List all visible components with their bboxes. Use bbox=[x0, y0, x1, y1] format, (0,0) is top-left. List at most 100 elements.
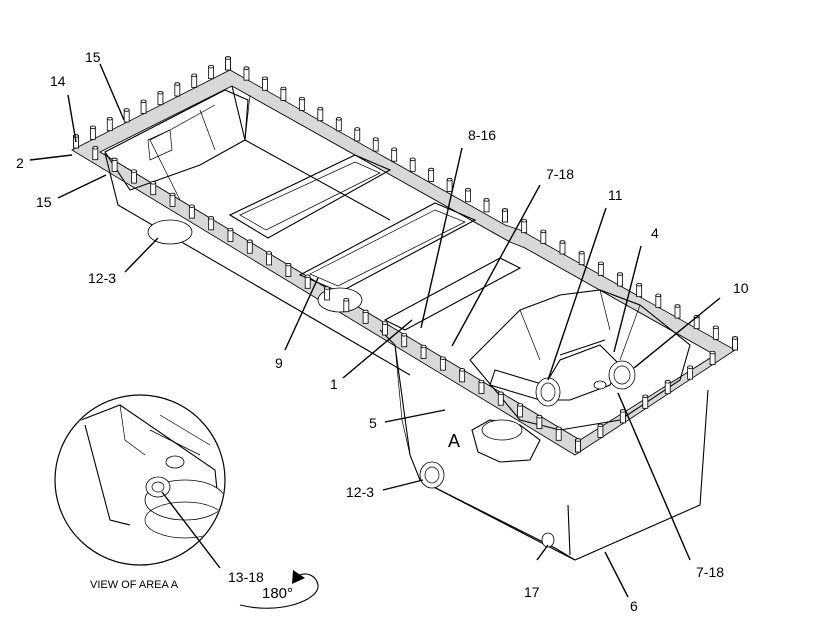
flange-bolt bbox=[559, 241, 566, 255]
flange-bolt-head bbox=[674, 304, 681, 308]
flange-bolt bbox=[354, 128, 361, 142]
flange-bolt bbox=[225, 57, 231, 71]
flange-bolt-head bbox=[459, 368, 466, 372]
inset-circle bbox=[54, 394, 226, 566]
flange-bolt bbox=[111, 158, 118, 172]
flange-bolt-head bbox=[280, 86, 287, 91]
flange-bolt-head bbox=[285, 262, 292, 267]
flange-bolt bbox=[497, 392, 504, 406]
flange-bolt bbox=[655, 294, 662, 308]
rotation-arrowhead bbox=[292, 570, 305, 584]
flange-bolt bbox=[712, 326, 719, 340]
flange-bolt-head bbox=[732, 336, 738, 340]
flange-bolt bbox=[243, 67, 250, 81]
flange-bolt bbox=[578, 252, 585, 266]
flange-bolt-head bbox=[517, 403, 523, 407]
flange-bolt bbox=[459, 369, 466, 383]
flange-bolt-head bbox=[502, 208, 508, 212]
flange-bolt bbox=[687, 366, 694, 380]
flange-bolt-head bbox=[559, 240, 566, 244]
tube-end-right bbox=[608, 360, 636, 390]
flange-bolt bbox=[521, 220, 528, 234]
flange-bolts bbox=[73, 56, 738, 453]
callout-14: 14 bbox=[50, 73, 66, 89]
flange-bolt bbox=[298, 98, 305, 111]
flange-bolt bbox=[317, 108, 324, 122]
flange-bolt bbox=[401, 334, 408, 348]
callout-10: 10 bbox=[733, 280, 749, 296]
baffle-3 bbox=[383, 257, 522, 331]
flange-bolt-head bbox=[89, 125, 96, 130]
callout-6: 6 bbox=[630, 598, 638, 614]
flange-bolt-head bbox=[362, 309, 369, 314]
flange-bolt bbox=[191, 74, 198, 88]
flange-bolt-head bbox=[304, 274, 311, 279]
flange-bolt bbox=[483, 199, 490, 213]
flange-bolt-head bbox=[575, 438, 581, 442]
flange-bolt-head bbox=[578, 250, 585, 255]
callout-15-left: 15 bbox=[36, 194, 52, 210]
flange-bolt-head bbox=[150, 181, 157, 185]
flange-bolt bbox=[262, 77, 268, 91]
flange-bolt-head bbox=[227, 227, 234, 232]
flange-bolt bbox=[674, 305, 681, 319]
flange-bolt-head bbox=[106, 116, 113, 121]
flange-bolt bbox=[324, 287, 330, 301]
flange-bolt bbox=[266, 252, 272, 266]
flange-bolt bbox=[439, 357, 446, 371]
flange-bolt bbox=[420, 346, 427, 359]
flange-bolt-head bbox=[225, 56, 231, 60]
flange-bolt bbox=[123, 109, 130, 123]
flange-bolt bbox=[619, 410, 626, 424]
drain-plug-17 bbox=[541, 532, 555, 548]
flange-bolt bbox=[140, 100, 147, 114]
flange-bolt bbox=[343, 299, 350, 313]
flange-bolt-head bbox=[324, 286, 330, 290]
flange-bolt bbox=[372, 138, 379, 152]
flange-bolt-head bbox=[391, 147, 398, 151]
flange-bolt bbox=[517, 404, 523, 418]
flange-bolt bbox=[362, 310, 369, 324]
flange-bolt bbox=[664, 381, 671, 395]
flange-bolt-head bbox=[428, 167, 435, 172]
flange-bolt-head bbox=[372, 137, 379, 141]
flange-bolt bbox=[304, 275, 311, 289]
flange-bolt bbox=[280, 88, 287, 101]
flange-bolt-head bbox=[188, 204, 195, 208]
flange-bolt-head bbox=[266, 251, 272, 255]
left-pocket bbox=[104, 89, 249, 191]
flange-bolt bbox=[131, 170, 137, 184]
flange-bolt-head bbox=[157, 90, 164, 95]
flange-bolt-head bbox=[555, 426, 562, 431]
flange-bolt-head bbox=[169, 192, 176, 197]
flange-bolt-head bbox=[420, 344, 427, 349]
flange-bolt-head bbox=[298, 96, 305, 101]
callout-8-16: 8-16 bbox=[468, 127, 496, 143]
flange-bolt-head bbox=[401, 333, 408, 337]
flange-bolt-head bbox=[317, 106, 324, 111]
flange-bolt bbox=[106, 118, 113, 132]
flange-bolt bbox=[285, 264, 292, 278]
flange-bolt-head bbox=[497, 391, 504, 395]
sump-bottom bbox=[419, 479, 576, 561]
baffle-1-inner bbox=[239, 161, 381, 231]
flange-bolt bbox=[169, 194, 176, 207]
flange-bolt-head bbox=[446, 177, 453, 182]
flange-bolt-head bbox=[617, 272, 623, 276]
flange-bolt-head bbox=[343, 297, 350, 302]
callout-12-3-left: 12-3 bbox=[88, 270, 116, 286]
callout-15-top: 15 bbox=[85, 49, 101, 65]
flange-bolt-head bbox=[140, 99, 147, 104]
flange-bolt-head bbox=[521, 218, 528, 223]
flange-bolt bbox=[409, 158, 416, 172]
flange-bolt bbox=[391, 148, 398, 162]
flange-bolt bbox=[150, 182, 157, 196]
area-a-inset bbox=[54, 394, 226, 566]
flange-bolt-head bbox=[483, 198, 490, 202]
flange-bolt-head bbox=[409, 157, 416, 162]
callout-7-18-top: 7-18 bbox=[546, 166, 574, 182]
flange-bolt-head bbox=[597, 423, 604, 428]
flange-bolt bbox=[174, 83, 181, 97]
flange-bolt bbox=[555, 427, 562, 441]
